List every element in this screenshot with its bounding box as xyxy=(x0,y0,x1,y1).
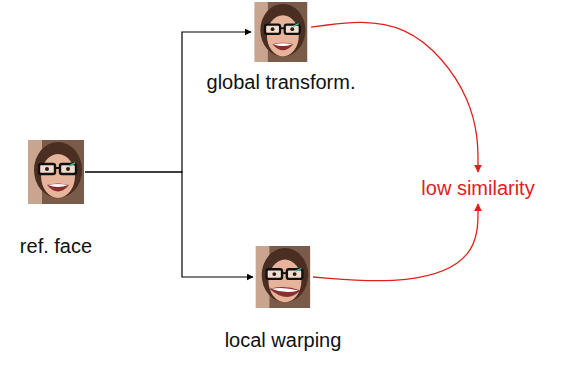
result-node: low similarity xyxy=(414,172,542,204)
result-label: low similarity xyxy=(418,176,538,200)
face-caption: local warping xyxy=(222,328,345,352)
face-node: local warping xyxy=(222,246,345,352)
face-image xyxy=(28,140,84,204)
branch-arrow xyxy=(85,172,253,277)
similarity-arrow xyxy=(313,204,478,281)
face-caption: global transform. xyxy=(204,70,359,94)
branch-arrow xyxy=(85,32,251,172)
face-node: ref. face xyxy=(17,140,96,258)
face-image xyxy=(253,2,309,62)
face-photo xyxy=(255,246,311,308)
face-photo xyxy=(253,2,309,62)
face-node: global transform. xyxy=(204,2,359,94)
face-image xyxy=(255,246,311,308)
face-caption: ref. face xyxy=(17,234,96,258)
face-photo xyxy=(28,140,84,204)
similarity-arrow xyxy=(311,22,478,172)
